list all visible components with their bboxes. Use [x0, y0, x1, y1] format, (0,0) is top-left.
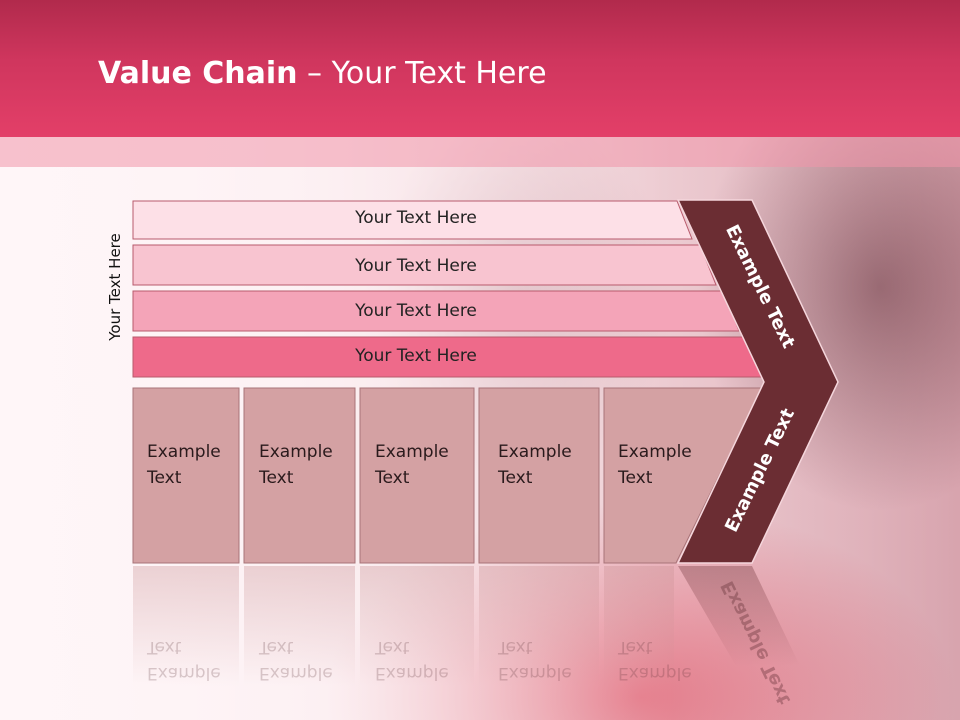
- activity-box-3: [359, 387, 475, 564]
- activity-box-2: [243, 387, 356, 564]
- activity-box-5-label: Example Text: [618, 442, 692, 488]
- activity-box-2-label-reflection: Example Text: [259, 637, 333, 683]
- band-1-label: Your Text Here: [355, 208, 477, 228]
- activity-box-3-label: Example Text: [375, 442, 449, 488]
- activity-box-2-reflection: [244, 566, 355, 686]
- activity-box-2-label: Example Text: [259, 442, 333, 488]
- band-3-label: Your Text Here: [355, 301, 477, 321]
- activity-box-4-reflection: [479, 566, 599, 686]
- band-1: [132, 200, 693, 240]
- activity-box-4-label: Example Text: [498, 442, 572, 488]
- band-2: [132, 244, 717, 286]
- title-bar-strip: [0, 137, 960, 167]
- title-bar: [0, 0, 960, 137]
- slide-title-bold: Value Chain: [98, 56, 298, 91]
- slide-title-rest: – Your Text Here: [297, 56, 547, 91]
- activity-box-3-reflection: [360, 566, 474, 686]
- band-4-label: Your Text Here: [355, 346, 477, 366]
- activity-box-5-label-reflection: Example Text: [618, 637, 692, 683]
- slide-title: Value Chain – Your Text Here: [98, 55, 547, 93]
- activity-box-4-label-reflection: Example Text: [498, 637, 572, 683]
- activity-box-1: [132, 387, 240, 564]
- activity-box-4: [478, 387, 600, 564]
- activity-box-5-reflection: [604, 566, 674, 686]
- activity-box-1-label: Example Text: [147, 442, 221, 488]
- activity-box-5: [603, 387, 763, 564]
- activity-box-3-label-reflection: Example Text: [375, 637, 449, 683]
- margin-chevron-reflection: [678, 566, 800, 666]
- band-2-label: Your Text Here: [355, 256, 477, 276]
- activity-box-1-reflection: [133, 566, 239, 686]
- activity-box-1-label-reflection: Example Text: [147, 637, 221, 683]
- band-3: [132, 290, 740, 332]
- margin-chevron: [676, 199, 839, 564]
